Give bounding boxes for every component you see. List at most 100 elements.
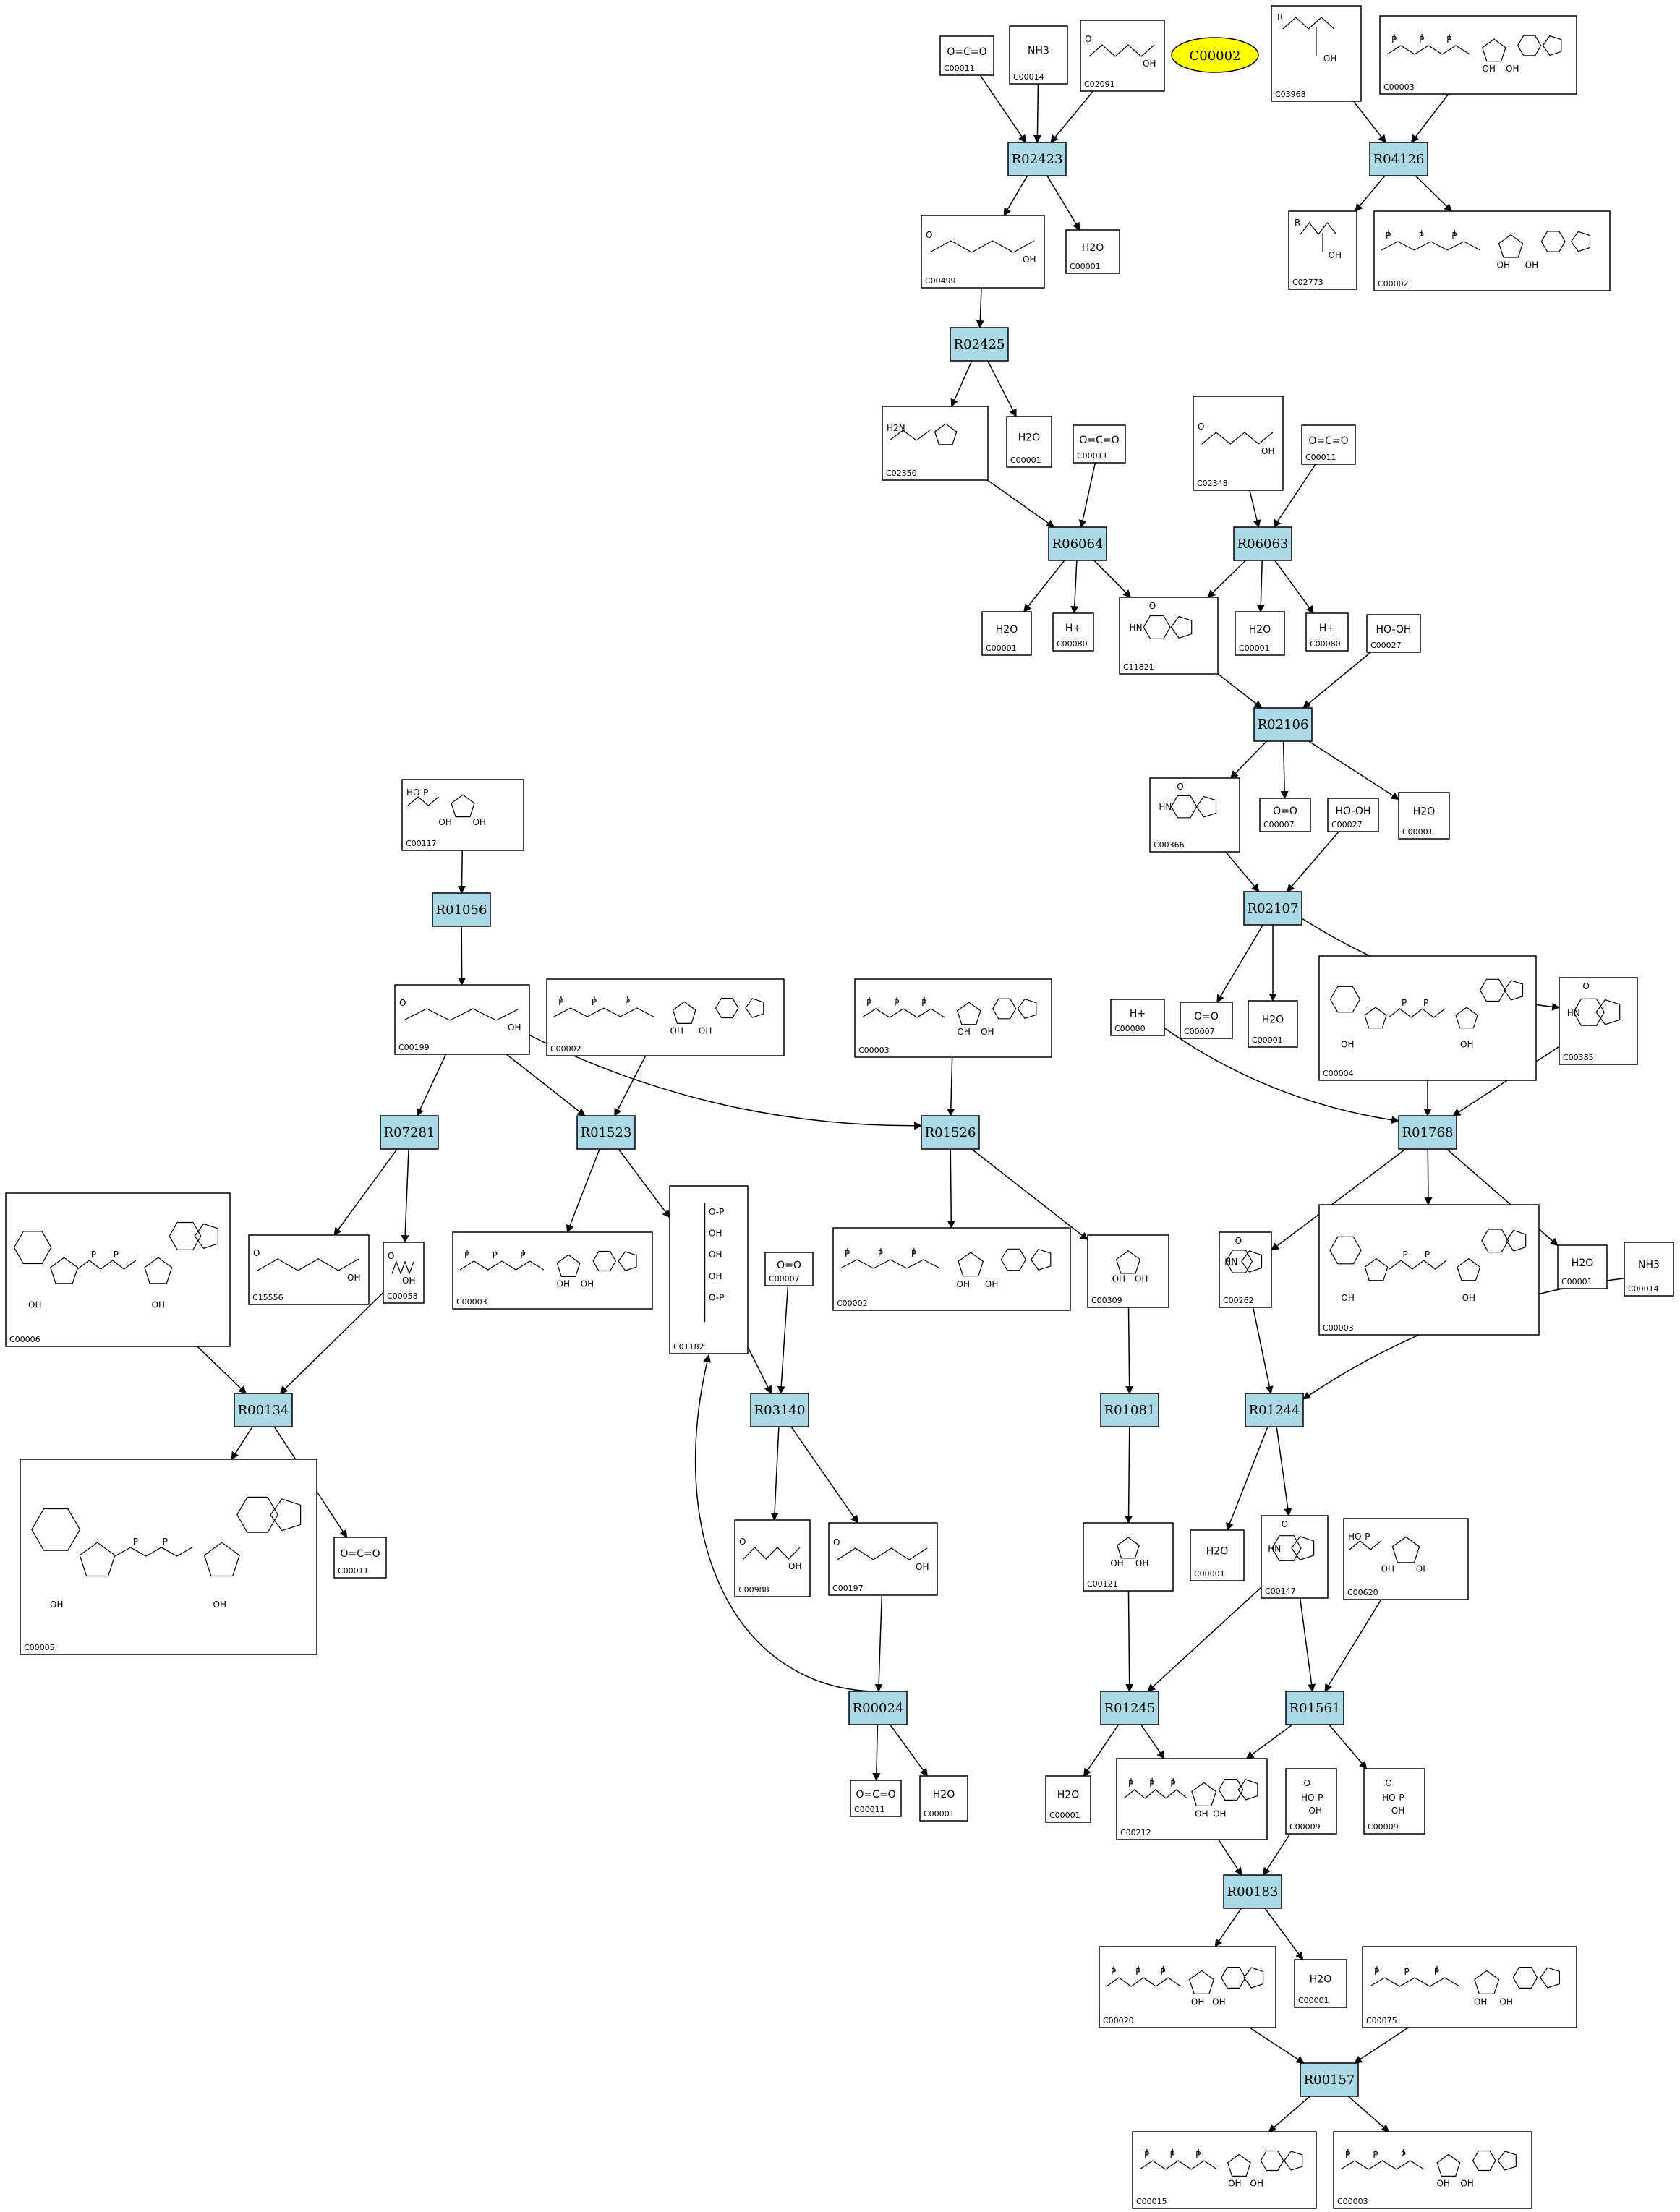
- compound-node-c00080[interactable]: H+C00080: [1305, 612, 1349, 652]
- compound-formula: O=O: [1273, 806, 1297, 817]
- edge-R01244-a51: [1226, 1426, 1268, 1532]
- reaction-node-r00134[interactable]: R00134: [234, 1393, 293, 1427]
- reaction-node-r00024[interactable]: R00024: [848, 1691, 908, 1725]
- compound-node-c00080[interactable]: H+C00080: [1110, 999, 1165, 1036]
- reaction-node-r06063[interactable]: R06063: [1233, 526, 1292, 561]
- reaction-node-r02106[interactable]: R02106: [1253, 707, 1313, 742]
- compound-label: C02091: [1084, 80, 1115, 89]
- svg-text:OH: OH: [557, 1278, 570, 1289]
- reaction-node-r07281[interactable]: R07281: [380, 1115, 439, 1150]
- compound-label: C00027: [1331, 820, 1363, 829]
- compound-node-c00080[interactable]: H+C00080: [1052, 612, 1094, 652]
- highlighted-compound[interactable]: C00002: [1171, 37, 1259, 73]
- reaction-node-r02425[interactable]: R02425: [950, 327, 1009, 362]
- reaction-node-r04126[interactable]: R04126: [1369, 142, 1428, 176]
- reaction-node-r01526[interactable]: R01526: [921, 1115, 980, 1150]
- reaction-box: [1223, 1874, 1282, 1909]
- reaction-label: R01056: [436, 902, 487, 918]
- reaction-node-r01056[interactable]: R01056: [432, 892, 491, 927]
- reaction-node-r01081[interactable]: R01081: [1100, 1393, 1159, 1427]
- svg-text:P: P: [163, 1537, 168, 1547]
- reaction-node-r00183[interactable]: R00183: [1223, 1874, 1282, 1909]
- reaction-node-r01768[interactable]: R01768: [1398, 1115, 1457, 1150]
- reaction-node-r00157[interactable]: R00157: [1300, 2062, 1359, 2097]
- reaction-node-r02423[interactable]: R02423: [1007, 142, 1067, 176]
- svg-text:OH: OH: [1143, 59, 1156, 69]
- reaction-node-r06064[interactable]: R06064: [1048, 526, 1107, 561]
- reaction-node-r01523[interactable]: R01523: [576, 1115, 636, 1150]
- reaction-node-r03140[interactable]: R03140: [750, 1393, 809, 1427]
- reaction-node-r01244[interactable]: R01244: [1245, 1393, 1304, 1427]
- reaction-node-r02107[interactable]: R02107: [1243, 891, 1302, 926]
- reaction-box: [1243, 891, 1302, 926]
- reaction-node-r01245[interactable]: R01245: [1100, 1691, 1159, 1725]
- compound-formula: H2O: [933, 1789, 955, 1801]
- svg-text:O-P: O-P: [709, 1292, 724, 1302]
- compound-label: C00385: [1563, 1053, 1594, 1062]
- compound-box: [20, 1459, 317, 1655]
- reaction-node-r01561[interactable]: R01561: [1285, 1691, 1344, 1725]
